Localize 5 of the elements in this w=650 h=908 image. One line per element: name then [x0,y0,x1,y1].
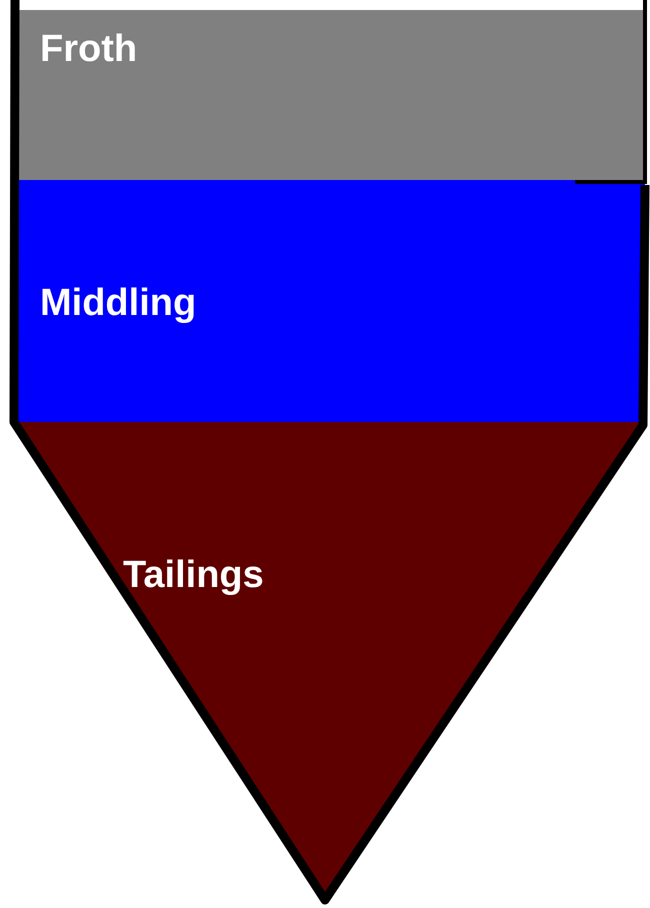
layer-label: Tailings [123,556,264,594]
layer-label: Middling [40,284,196,322]
middling-layer [18,180,645,422]
froth-layer [18,10,645,180]
layer-label: Froth [40,30,138,68]
